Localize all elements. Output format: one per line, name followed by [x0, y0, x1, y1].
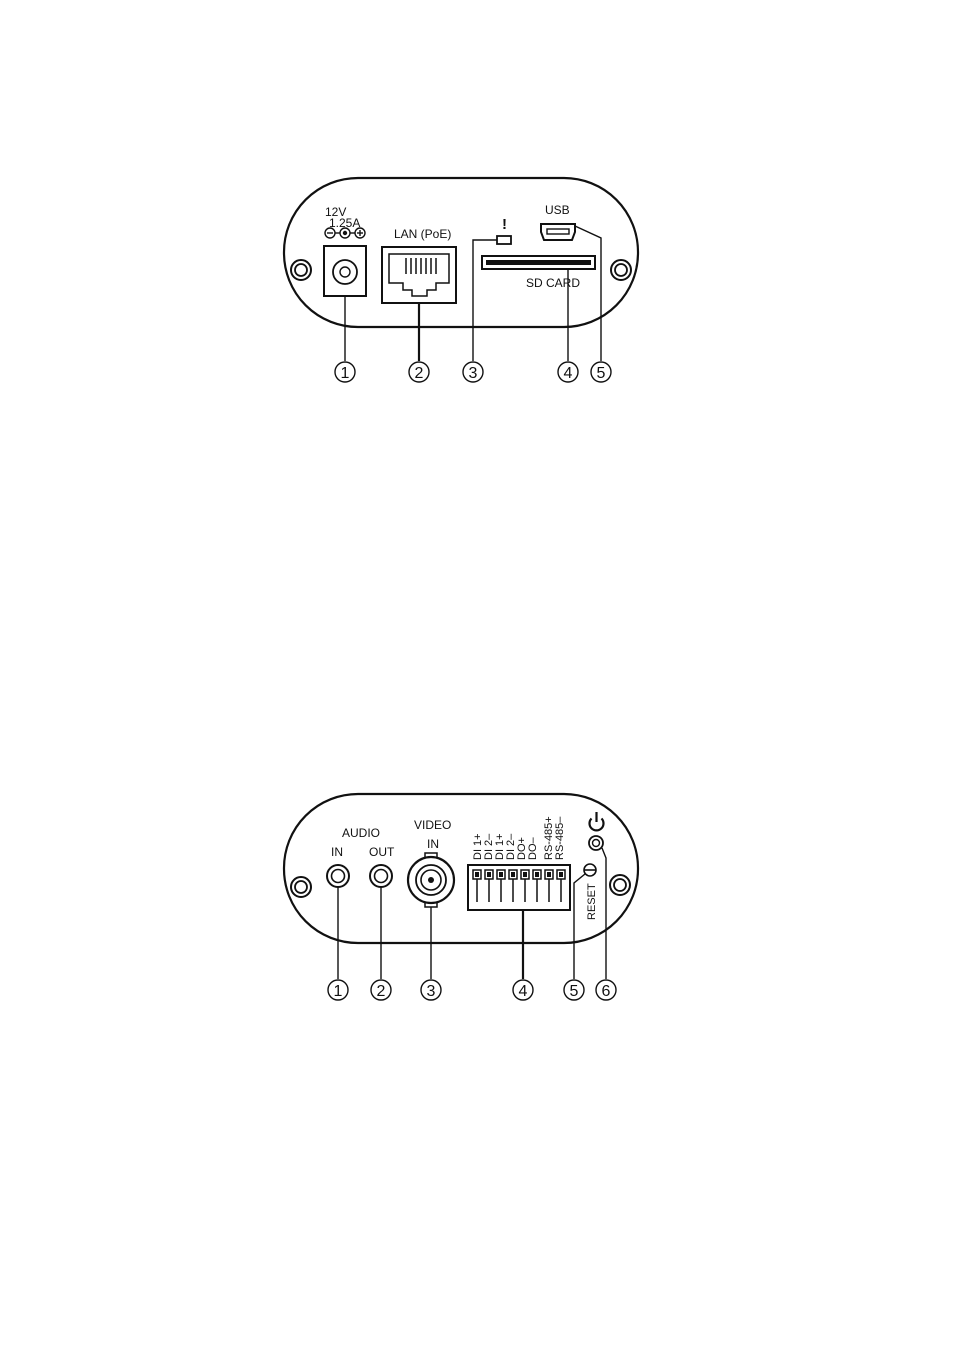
terminal-labels: DI 1+ DI 2– DI 1+ DI 2– DO+ DO– RS-485+ … — [472, 816, 566, 860]
callout-leaders — [337, 847, 607, 979]
callout-2: 2 — [408, 361, 430, 383]
svg-text:5: 5 — [597, 365, 606, 382]
terminal-label: DI 1+ — [472, 833, 484, 860]
screw-icon — [609, 874, 631, 896]
front-panel: AUDIO IN OUT VIDEO IN DI 1+ DI 2– DI 1+ … — [282, 792, 640, 1001]
svg-text:2: 2 — [377, 983, 386, 1000]
callout-1: 1 — [327, 979, 349, 1001]
terminal-label: RS-485+ — [543, 816, 555, 860]
callout-3: 3 — [420, 979, 442, 1001]
status-led — [496, 235, 512, 245]
audio-label: AUDIO — [342, 826, 380, 840]
screw-icon — [610, 259, 632, 281]
terminal-label: DI 2– — [505, 833, 517, 860]
polarity-icon — [324, 227, 366, 239]
rear-panel-outline — [282, 176, 640, 329]
callout-3: 3 — [462, 361, 484, 383]
callout-2: 2 — [370, 979, 392, 1001]
power-icon — [588, 812, 605, 832]
status-led-symbol: ! — [502, 216, 507, 233]
sd-card-label: SD CARD — [526, 276, 580, 290]
svg-text:5: 5 — [570, 983, 579, 1000]
lan-label: LAN (PoE) — [394, 227, 451, 241]
svg-text:3: 3 — [469, 365, 478, 382]
screw-icon — [290, 876, 312, 898]
reset-button — [583, 863, 597, 877]
dc-power-jack — [323, 245, 367, 297]
screw-icon — [290, 259, 312, 281]
video-bnc-connector — [406, 852, 456, 908]
usb-port — [540, 223, 576, 241]
power-current-label: 1.25A — [329, 216, 360, 230]
svg-text:2: 2 — [415, 365, 424, 382]
reset-label: RESET — [586, 883, 598, 920]
callout-6: 6 — [595, 979, 617, 1001]
audio-in-jack — [326, 864, 350, 888]
lan-rj45-port — [381, 246, 457, 304]
callout-4: 4 — [512, 979, 534, 1001]
audio-out-label: OUT — [369, 845, 395, 859]
power-led — [588, 835, 604, 851]
power-voltage-label: 12V — [325, 205, 346, 219]
svg-text:1: 1 — [334, 983, 343, 1000]
svg-text:4: 4 — [564, 365, 573, 382]
svg-text:3: 3 — [427, 983, 436, 1000]
svg-text:6: 6 — [602, 983, 611, 1000]
usb-label: USB — [545, 203, 570, 217]
terminal-label: DO+ — [516, 837, 528, 860]
terminal-label: DI 1+ — [494, 833, 506, 860]
sd-card-slot — [481, 255, 596, 270]
callout-1: 1 — [334, 361, 356, 383]
callout-5: 5 — [563, 979, 585, 1001]
svg-text:4: 4 — [519, 983, 528, 1000]
callout-leaders — [344, 225, 602, 361]
video-label: VIDEO — [414, 818, 451, 832]
rear-panel: 12V 1.25A LAN (PoE) — [282, 176, 640, 383]
callout-4: 4 — [557, 361, 579, 383]
terminal-label: DO– — [527, 837, 539, 861]
terminal-label: RS-485– — [554, 816, 566, 860]
audio-out-jack — [369, 864, 393, 888]
callout-5: 5 — [590, 361, 612, 383]
io-terminal-block — [467, 864, 571, 911]
terminal-label: DI 2– — [483, 833, 495, 860]
video-in-label: IN — [427, 837, 439, 851]
audio-in-label: IN — [331, 845, 343, 859]
svg-text:1: 1 — [341, 365, 350, 382]
